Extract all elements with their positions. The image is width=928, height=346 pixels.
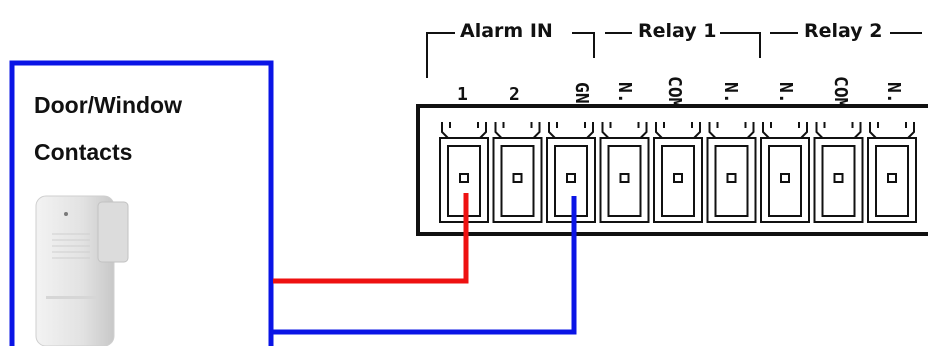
- red-signal-wire: [273, 193, 469, 284]
- pin-label-com-relay1: COM: [664, 76, 685, 109]
- device-title-line1: Door/Window: [34, 92, 182, 118]
- alarm-in-bracket: [426, 32, 595, 78]
- terminal-block: [416, 104, 928, 236]
- terminal-slot: [599, 122, 650, 223]
- terminal-slot: [439, 122, 489, 223]
- terminal-slot: [867, 122, 917, 223]
- terminal-slot: [492, 122, 543, 223]
- terminal-slot: [813, 122, 864, 223]
- terminal-slot: [546, 122, 596, 223]
- relay1-bracket: [605, 32, 761, 58]
- relay1-label: Relay 1: [638, 20, 717, 42]
- terminal-slot: [653, 122, 703, 223]
- pin-label-2: 2: [509, 84, 520, 105]
- pin-label-com-relay2: COM: [830, 76, 851, 109]
- pin-label-1: 1: [457, 84, 468, 105]
- relay2-label: Relay 2: [804, 20, 883, 42]
- blue-ground-wire: [273, 196, 577, 335]
- alarm-in-label: Alarm IN: [460, 20, 553, 42]
- terminal-slot: [760, 122, 810, 223]
- device-title-line2: Contacts: [34, 139, 132, 165]
- door-window-contacts-box: [9, 60, 274, 346]
- terminal-slot: [706, 122, 757, 223]
- terminal-slots: [439, 122, 917, 223]
- connector-header: [426, 32, 922, 78]
- door-window-sensor-image: [35, 195, 129, 346]
